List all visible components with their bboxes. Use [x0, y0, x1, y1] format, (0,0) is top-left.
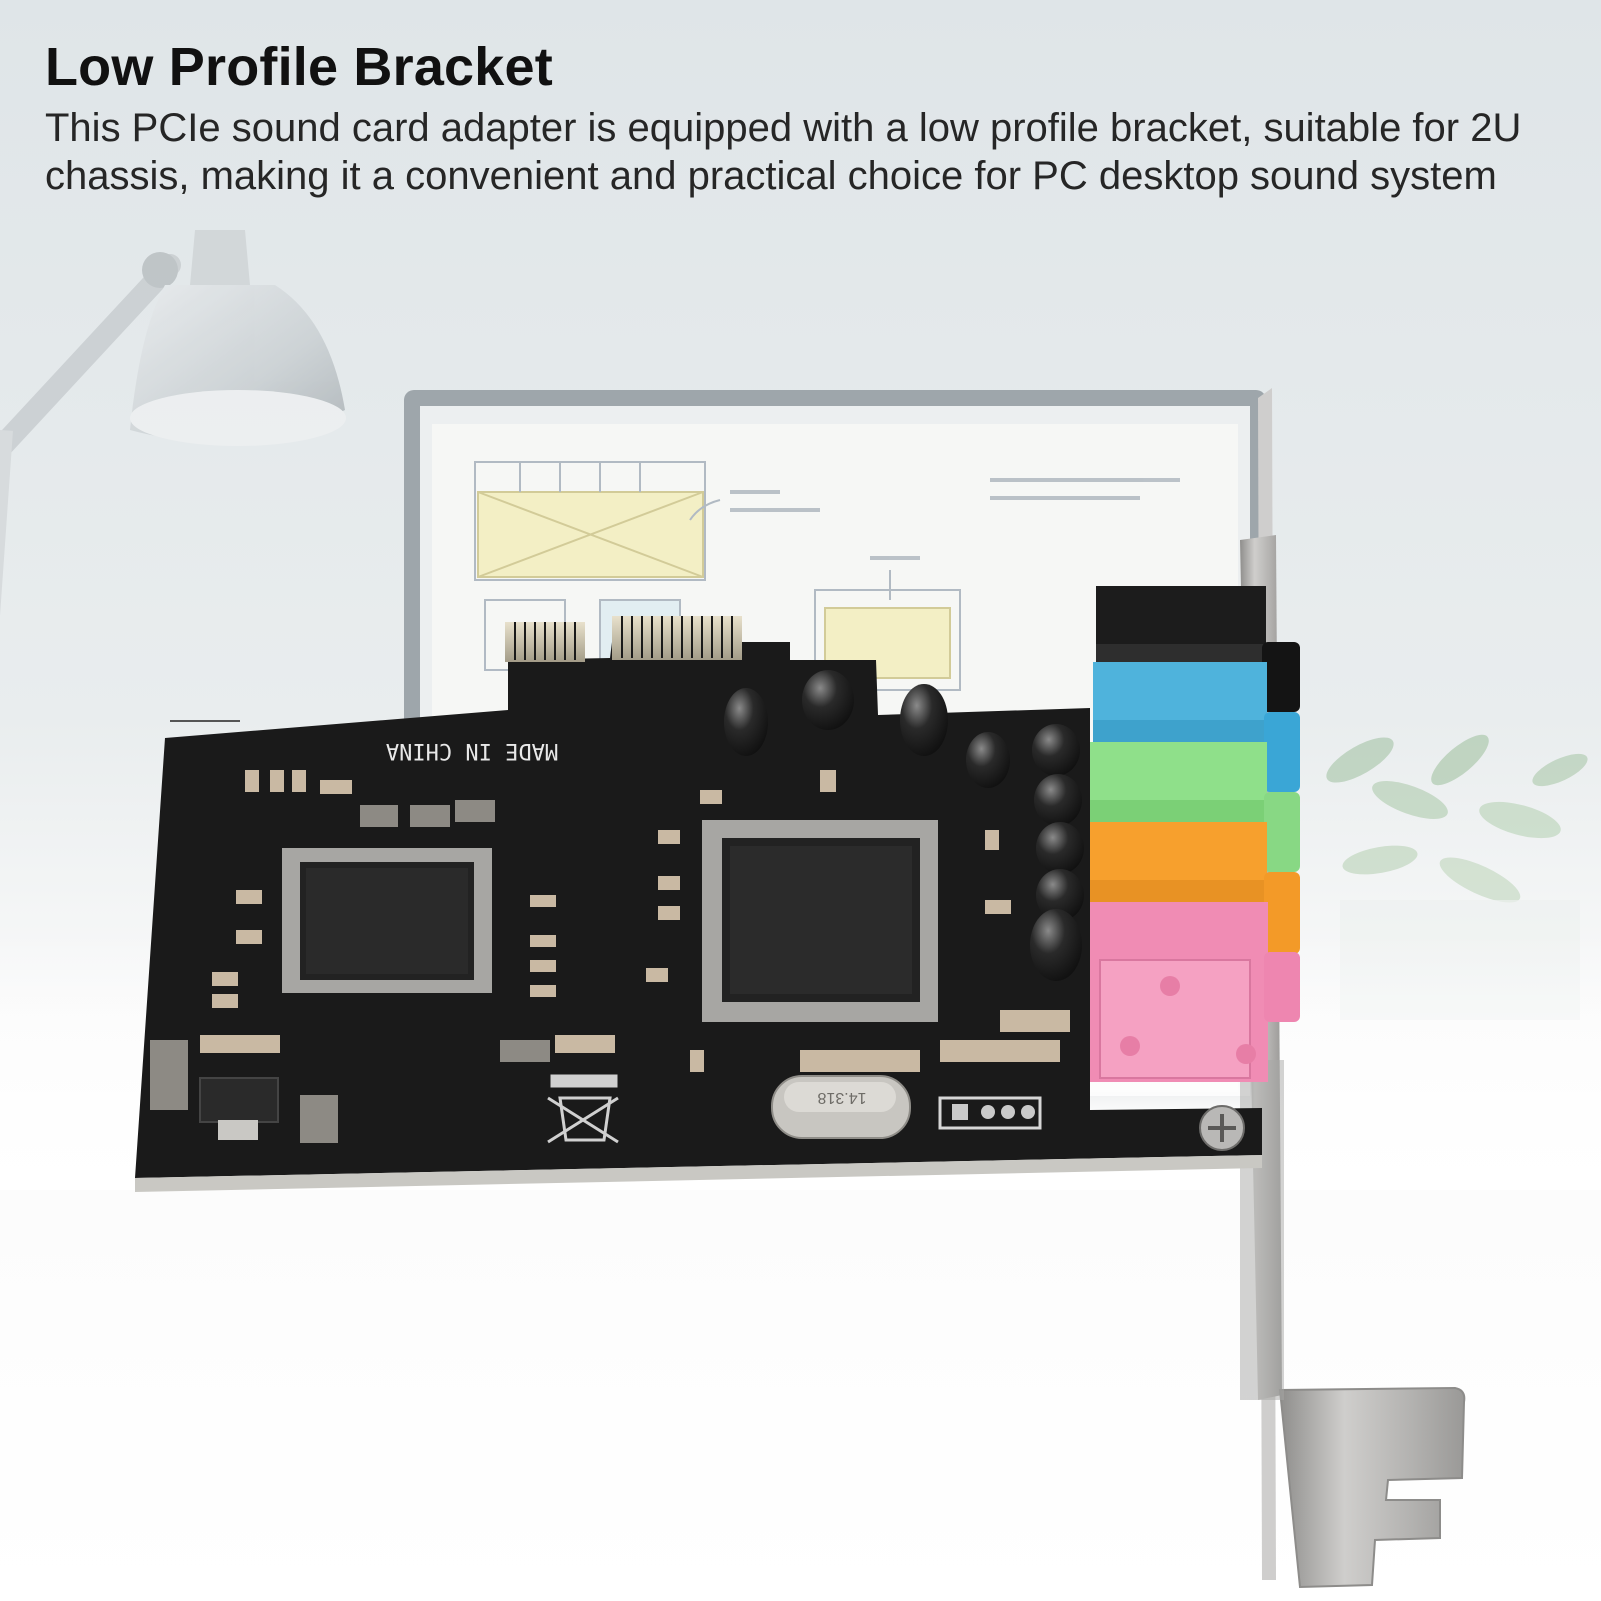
audio-jacks — [1086, 586, 1300, 1082]
electrolytic-capacitors — [724, 670, 1084, 981]
crystal-marking: 14.318 — [817, 1089, 866, 1106]
black-jack — [1096, 586, 1300, 712]
desk-lamp — [0, 230, 346, 616]
sound-card: 14.318 MADE IN CHINA — [135, 388, 1466, 1589]
voltage-regulator — [199, 1077, 279, 1140]
audio-codec-chip — [702, 820, 938, 1022]
pcie-gold-fingers — [505, 616, 742, 662]
pink-jack — [1086, 902, 1300, 1082]
pin-header — [938, 1096, 1042, 1130]
blue-jack — [1093, 662, 1300, 792]
screen-handwriting — [730, 478, 1180, 560]
green-jack — [1090, 742, 1300, 872]
headline-block: Low Profile Bracket This PCIe sound card… — [45, 36, 1555, 200]
weee-symbol — [547, 1074, 619, 1144]
feature-description: This PCIe sound card adapter is equipped… — [45, 106, 1522, 198]
bracket-screw — [1199, 1105, 1245, 1151]
page-title: Low Profile Bracket — [45, 37, 553, 97]
bridge-chip — [282, 848, 492, 993]
orange-jack — [1087, 822, 1300, 954]
board-silkscreen: MADE IN CHINA — [386, 738, 558, 763]
crystal-oscillator: 14.318 — [771, 1075, 911, 1139]
smd-components — [150, 720, 1070, 1143]
